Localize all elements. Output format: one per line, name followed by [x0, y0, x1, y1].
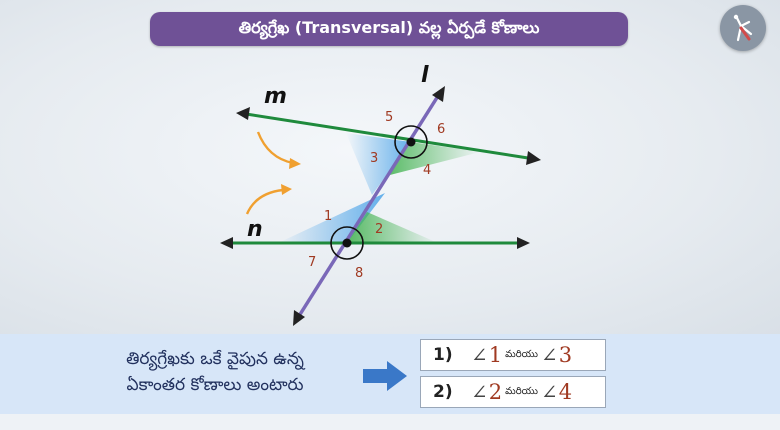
intersection-top: [406, 137, 416, 147]
angle-symbol: ∠: [471, 380, 488, 404]
definition-panel: తిర్యగ్రేఖకు ఒకే వైపున ఉన్న ఏకాంతర కోణాల…: [0, 334, 780, 414]
definition-statement: తిర్యగ్రేఖకు ఒకే వైపున ఉన్న ఏకాంతర కోణాల…: [70, 346, 360, 398]
line-n-arrow-left: [220, 237, 233, 249]
angle-label-6: 6: [437, 122, 445, 137]
right-arrow-icon: [363, 361, 407, 391]
statement-line-2: ఏకాంతర కోణాలు అంటారు: [126, 375, 304, 395]
angle-label-1: 1: [324, 209, 332, 224]
transversal-l: [297, 95, 440, 317]
angle-label-2: 2: [375, 222, 383, 237]
line-m-arrow-left: [236, 107, 250, 120]
transversal-arrow-top: [432, 86, 445, 102]
answer-conjunction: మరియు: [505, 386, 538, 397]
figure-logo-icon: [720, 5, 766, 51]
answer-angle-b: 3: [558, 343, 573, 367]
curved-arrow-top: [256, 131, 294, 165]
angle-4-region: [386, 142, 480, 176]
line-m-arrow-right: [526, 151, 541, 165]
bottom-strip: [0, 414, 780, 430]
page-title: తిర్యగ్రేఖ (Transversal) వల్ల ఏర్పడే కోణ…: [150, 12, 628, 46]
answer-number: 1): [433, 345, 453, 365]
answer-angle-a: 1: [488, 343, 503, 367]
curved-arrow-bottom-head: [281, 184, 292, 195]
angle-2-region: [347, 212, 438, 243]
angle-3-region: [346, 133, 411, 195]
angle-circle-top: [394, 125, 428, 159]
curved-arrow-top-head: [289, 158, 301, 169]
angle-circle-bottom: [330, 226, 364, 260]
angle-label-7: 7: [308, 255, 316, 270]
curved-arrow-bottom: [245, 188, 284, 215]
answer-conjunction: మరియు: [505, 349, 538, 360]
line-n-arrow-right: [517, 237, 530, 249]
angle-symbol: ∠: [540, 343, 558, 367]
answer-angle-b: 4: [558, 380, 573, 404]
angle-symbol: ∠: [471, 343, 488, 367]
page-title-text: తిర్యగ్రేఖ (Transversal) వల్ల ఏర్పడే కోణ…: [238, 17, 540, 37]
statement-line-1: తిర్యగ్రేఖకు ఒకే వైపున ఉన్న: [126, 349, 304, 369]
transversal-arrow-bottom: [293, 310, 305, 326]
angle-label-3: 3: [370, 151, 378, 166]
angle-symbol: ∠: [540, 380, 558, 404]
answer-number: 2): [433, 382, 453, 402]
answer-angle-a: 2: [488, 380, 503, 404]
angle-1-region: [278, 193, 385, 243]
angle-label-5: 5: [385, 110, 393, 125]
answer-pair-2: 2) ∠ 2 మరియు ∠ 4: [420, 376, 606, 408]
answer-pair-1: 1) ∠ 1 మరియు ∠ 3: [420, 339, 606, 371]
intersection-bottom: [342, 238, 352, 248]
angle-label-8: 8: [355, 266, 363, 281]
transversal-diagram: m n l 5 6 3 4 1 2 7 8: [220, 63, 541, 326]
line-n-label: n: [247, 217, 263, 242]
line-m-label: m: [264, 84, 287, 109]
line-m: [245, 112, 529, 160]
angle-label-4: 4: [423, 163, 431, 178]
transversal-label: l: [421, 63, 429, 88]
